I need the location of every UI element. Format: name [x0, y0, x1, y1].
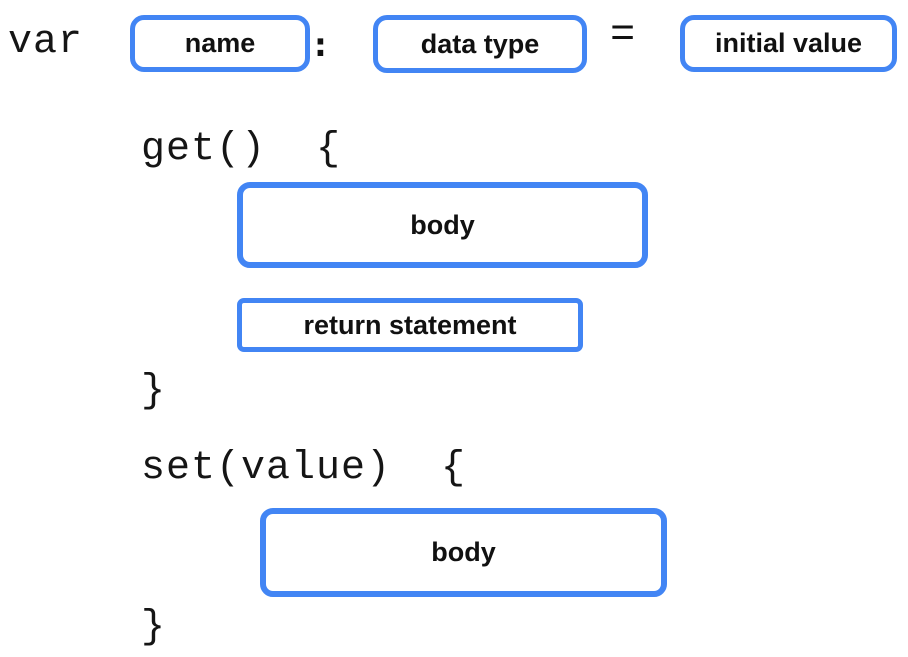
setter-closing-brace: } — [141, 605, 167, 650]
setter-body-placeholder-label: body — [431, 537, 496, 567]
initial-value-placeholder-label: initial value — [714, 28, 863, 58]
setter-body-placeholder-box: body — [260, 508, 667, 597]
equals-sign: = — [610, 11, 636, 59]
getter-body-placeholder-box: body — [237, 182, 648, 268]
data-type-placeholder-box: data type — [373, 15, 587, 73]
name-placeholder-label: name — [184, 28, 256, 58]
data-type-placeholder-label: data type — [420, 28, 540, 59]
getter-body-placeholder-label: body — [410, 209, 475, 240]
return-statement-placeholder-box: return statement — [237, 298, 583, 352]
colon-separator: : — [314, 26, 327, 64]
getter-signature: get() { — [141, 127, 342, 172]
name-placeholder-box: name — [130, 15, 310, 72]
setter-signature: set(value) { — [141, 446, 467, 491]
getter-closing-brace: } — [141, 369, 167, 414]
initial-value-placeholder-box: initial value — [680, 15, 897, 72]
return-statement-placeholder-label: return statement — [303, 309, 517, 340]
var-keyword: var — [8, 20, 84, 65]
